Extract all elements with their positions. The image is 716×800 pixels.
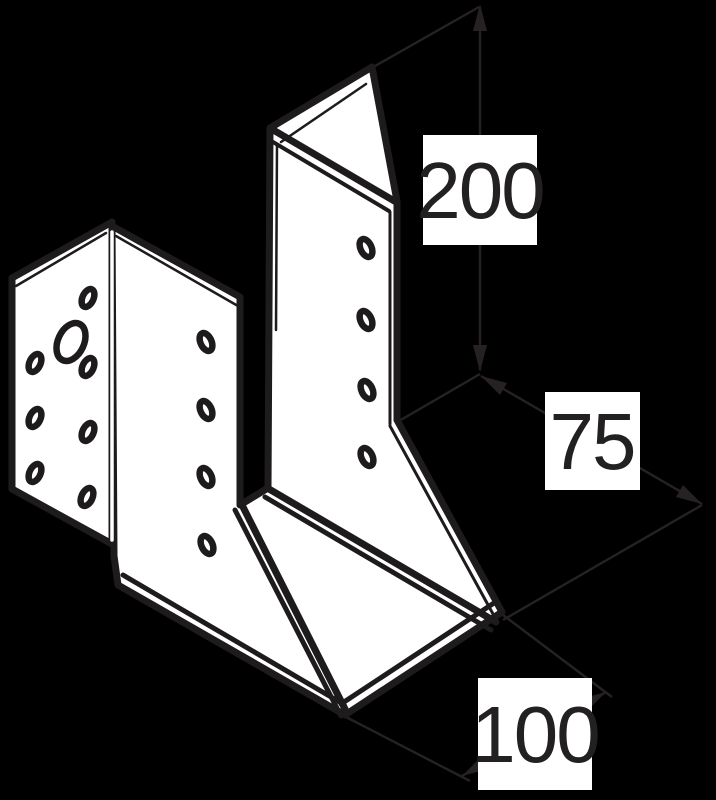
arrowhead-downright	[676, 485, 702, 504]
fold-lines	[120, 127, 500, 719]
arrowhead-up	[473, 4, 487, 31]
wing-holes	[25, 285, 98, 510]
bracket-left-wing	[8, 218, 116, 548]
label-depth-box	[478, 678, 592, 790]
dimension-labels: 200 75 100	[416, 135, 640, 790]
label-width: 75	[545, 392, 640, 490]
back-plate-holes	[356, 235, 377, 470]
label-width-text: 75	[550, 397, 635, 486]
label-depth: 100	[471, 678, 601, 790]
label-width-box	[545, 392, 640, 490]
arrowhead-upleft	[481, 376, 507, 395]
thickness-lines	[14, 82, 495, 616]
wing-bolt-hole	[53, 319, 89, 365]
label-height-box	[423, 135, 537, 245]
side-plate-holes	[196, 329, 217, 558]
bracket	[8, 63, 506, 719]
label-height: 200	[416, 135, 546, 245]
arrowhead-down	[473, 345, 487, 372]
label-depth-text: 100	[471, 690, 598, 779]
label-height-text: 200	[416, 146, 543, 235]
